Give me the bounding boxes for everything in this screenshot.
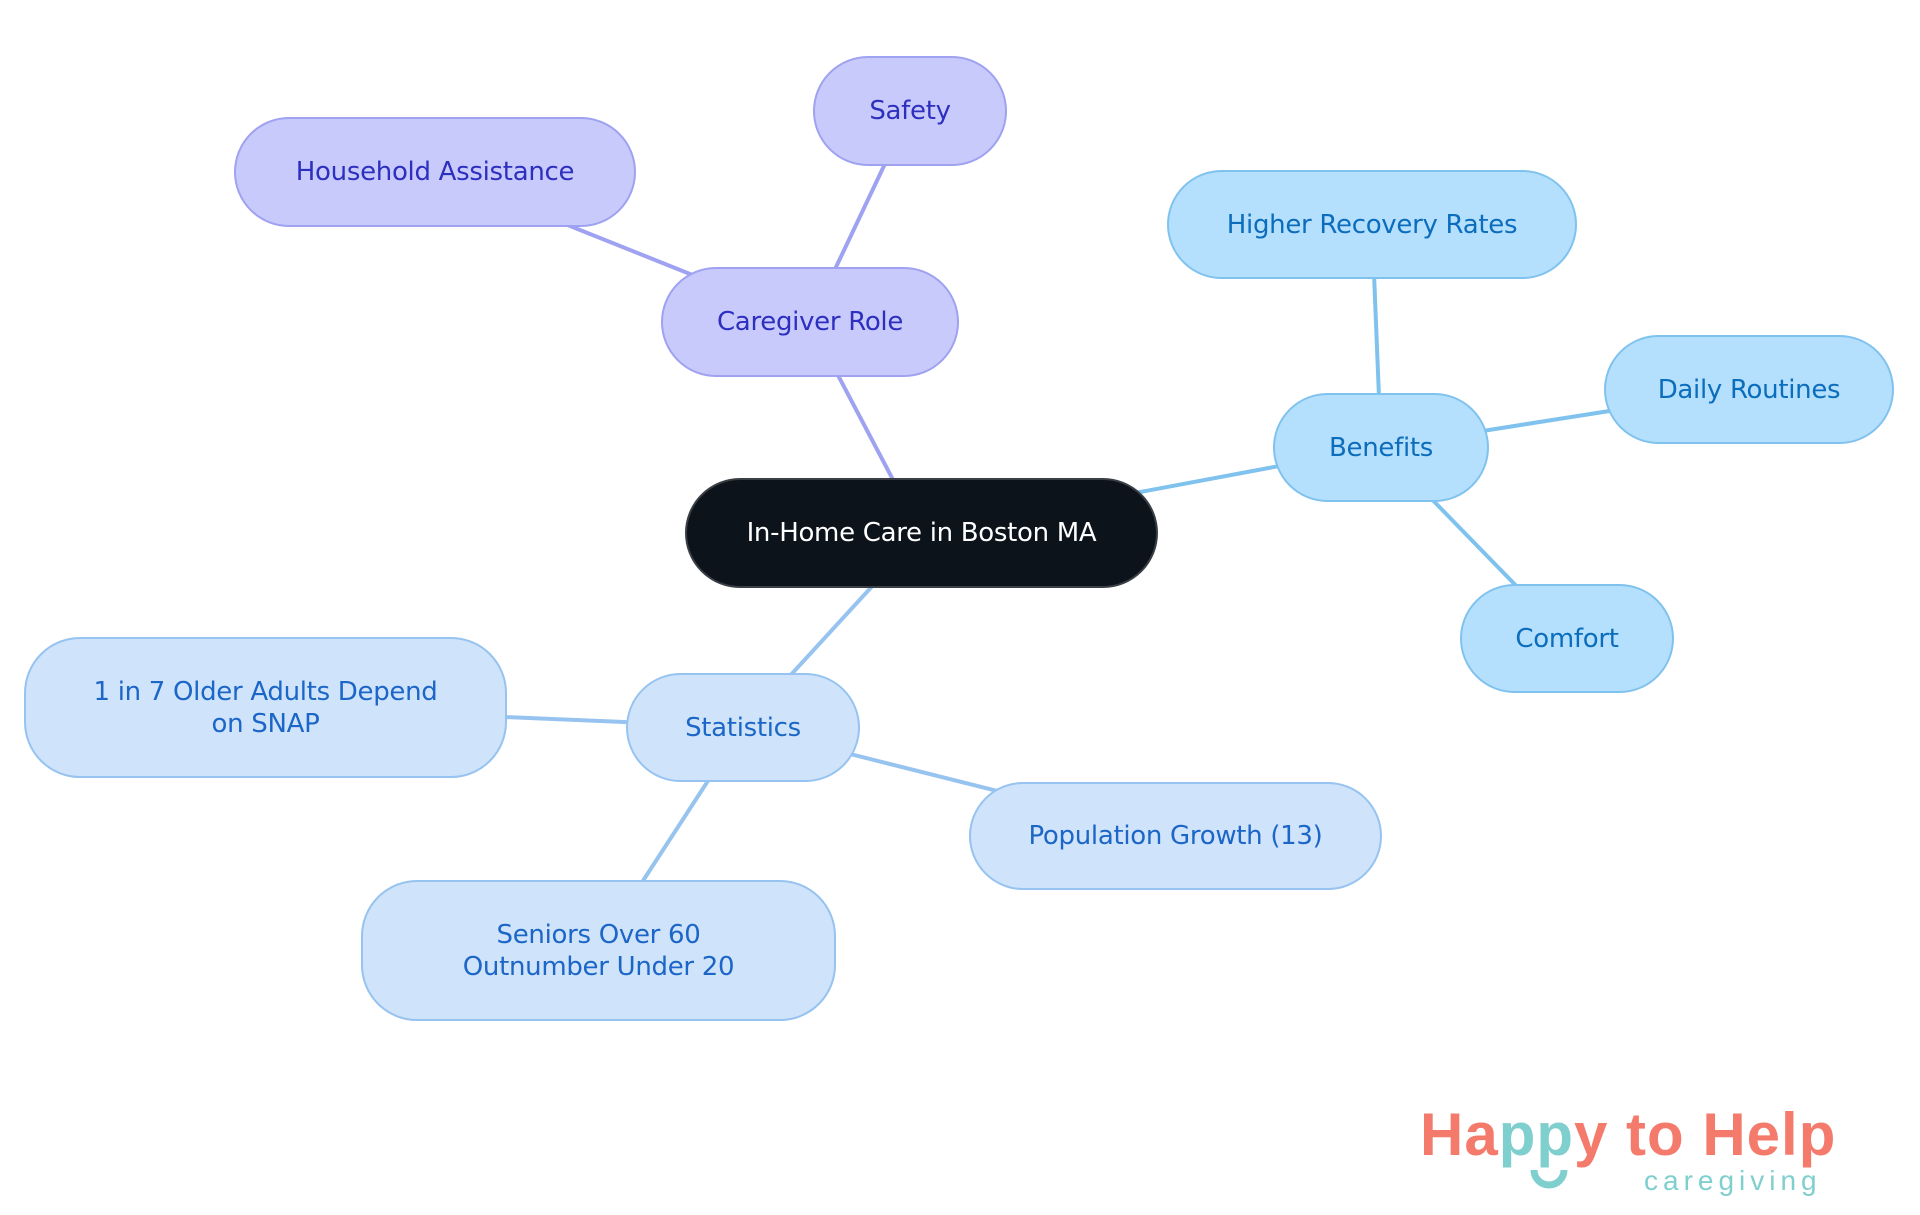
- leaf-label: Household Assistance: [295, 157, 575, 187]
- branch-label: Benefits: [1328, 432, 1434, 463]
- logo-text-part: Ha: [1420, 1101, 1499, 1168]
- logo-subtitle: caregiving: [1644, 1165, 1822, 1196]
- branch-node-caregiver-role[interactable]: Caregiver Role: [661, 267, 959, 377]
- leaf-node-snap[interactable]: 1 in 7 Older Adults Depend on SNAP: [24, 637, 507, 778]
- logo-text-part: y to Help: [1574, 1101, 1837, 1168]
- leaf-label: Higher Recovery Rates: [1226, 209, 1518, 240]
- leaf-node-comfort[interactable]: Comfort: [1460, 584, 1674, 693]
- branch-node-statistics[interactable]: Statistics: [626, 673, 860, 782]
- branch-label: Statistics: [685, 712, 801, 743]
- leaf-label: 1 in 7 Older Adults Depend on SNAP: [93, 676, 438, 739]
- leaf-label: Seniors Over 60 Outnumber Under 20: [462, 919, 735, 982]
- root-node[interactable]: In-Home Care in Boston MA: [685, 478, 1158, 588]
- branch-label: Caregiver Role: [716, 307, 904, 337]
- logo-wordmark: Happy to Help: [1420, 1100, 1836, 1170]
- leaf-node-population-growth[interactable]: Population Growth (13): [969, 782, 1382, 890]
- leaf-node-safety[interactable]: Safety: [813, 56, 1007, 166]
- branch-node-benefits[interactable]: Benefits: [1273, 393, 1489, 502]
- smile-icon: [1530, 1169, 1568, 1189]
- leaf-node-household-assistance[interactable]: Household Assistance: [234, 117, 636, 227]
- leaf-label: Population Growth (13): [1028, 821, 1323, 851]
- leaf-node-daily-routines[interactable]: Daily Routines: [1604, 335, 1894, 444]
- root-node-label: In-Home Care in Boston MA: [746, 518, 1097, 548]
- leaf-node-higher-recovery-rates[interactable]: Higher Recovery Rates: [1167, 170, 1577, 279]
- brand-logo: Happy to Help caregiving: [1420, 1100, 1880, 1210]
- leaf-node-seniors[interactable]: Seniors Over 60 Outnumber Under 20: [361, 880, 836, 1021]
- leaf-label: Comfort: [1515, 623, 1619, 654]
- leaf-label: Safety: [869, 96, 951, 126]
- logo-text-accent: pp: [1498, 1101, 1575, 1168]
- leaf-label: Daily Routines: [1657, 374, 1841, 405]
